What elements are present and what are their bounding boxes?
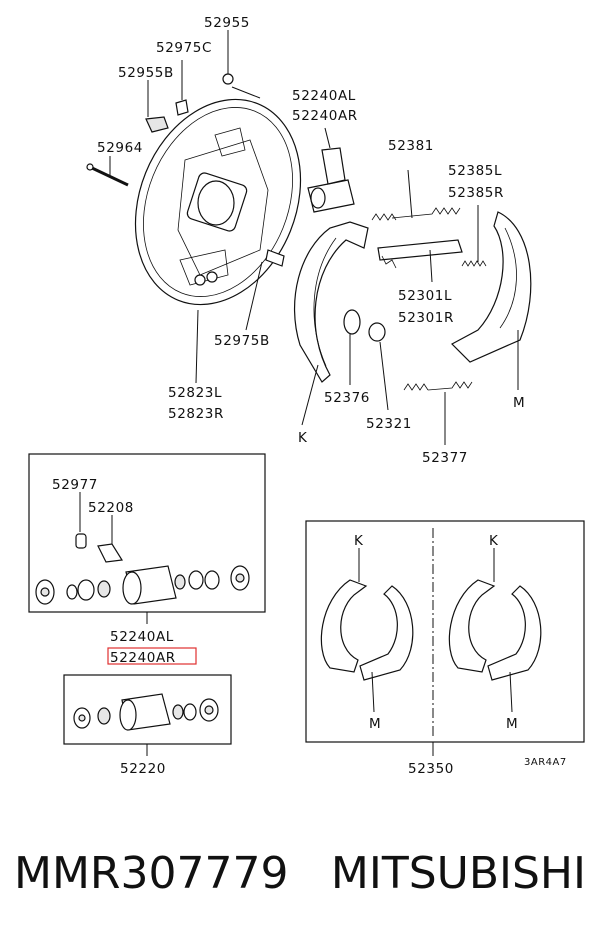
label-52376: 52376 — [324, 390, 370, 406]
brand-name: MITSUBISHI — [330, 847, 586, 899]
footer: MMR307779 MITSUBISHI — [0, 838, 600, 908]
label-52240AL-mid: 52240AL — [110, 629, 174, 645]
label-M-left: M — [369, 716, 381, 732]
label-M-top: M — [513, 395, 525, 411]
adjuster-52301 — [377, 239, 463, 283]
brake-shoe-K-top — [293, 221, 369, 426]
spring-52385 — [461, 205, 487, 267]
bleeder-screw-52955 — [222, 30, 234, 85]
wheel-cylinder-parts-mid — [35, 565, 250, 624]
label-52220: 52220 — [120, 761, 166, 777]
label-52301L: 52301L — [398, 288, 452, 304]
bolt-52975C — [175, 60, 189, 116]
label-52823R: 52823R — [168, 406, 224, 422]
label-52321: 52321 — [366, 416, 412, 432]
label-52975B: 52975B — [214, 333, 270, 349]
label-K-left: K — [354, 533, 364, 549]
label-52964: 52964 — [97, 140, 143, 156]
brake-shoe-M-top — [451, 211, 532, 390]
spring-52381 — [371, 169, 461, 221]
label-52977: 52977 — [52, 477, 98, 493]
bleeder-52977 — [75, 492, 87, 549]
label-52240AR-mid: 52240AR — [110, 650, 176, 666]
label-K-right: K — [489, 533, 499, 549]
label-K-top: K — [298, 430, 308, 446]
label-52240AR-top: 52240AR — [292, 108, 358, 124]
label-52955B: 52955B — [118, 65, 174, 81]
highlight-box-52240AR — [107, 647, 197, 665]
brake-shoe-set-box — [305, 520, 585, 743]
backing-plate — [134, 86, 302, 306]
diagram-code: 3AR4A7 — [524, 757, 567, 768]
brake-parts-diagram: 52955 52975C 52955B 52964 52240AL 52240A… — [28, 15, 585, 777]
bleeder-52208 — [97, 515, 124, 563]
pin-52964 — [86, 156, 129, 187]
label-52975C: 52975C — [156, 40, 212, 56]
cup-52321 — [368, 322, 389, 411]
label-52240AL-top: 52240AL — [292, 88, 356, 104]
label-52350: 52350 — [408, 761, 454, 777]
part-number: MMR307779 — [14, 847, 289, 899]
clip-52955B — [145, 80, 169, 133]
label-52955: 52955 — [204, 15, 250, 31]
label-52301R: 52301R — [398, 310, 454, 326]
wheel-cylinder-assy-52220 — [73, 693, 219, 756]
brake-shoe-set-left — [320, 548, 414, 713]
label-M-right: M — [506, 716, 518, 732]
label-52377: 52377 — [422, 450, 468, 466]
label-52208: 52208 — [88, 500, 134, 516]
brake-shoe-set-right — [448, 548, 542, 713]
spring-52377 — [403, 381, 473, 445]
label-52385L: 52385L — [448, 163, 502, 179]
label-52381: 52381 — [388, 138, 434, 154]
bolt-52975B — [245, 249, 285, 331]
wheel-cylinder-top — [307, 127, 355, 213]
label-52823L: 52823L — [168, 385, 222, 401]
label-52385R: 52385R — [448, 185, 504, 201]
spring-52376 — [343, 309, 361, 385]
